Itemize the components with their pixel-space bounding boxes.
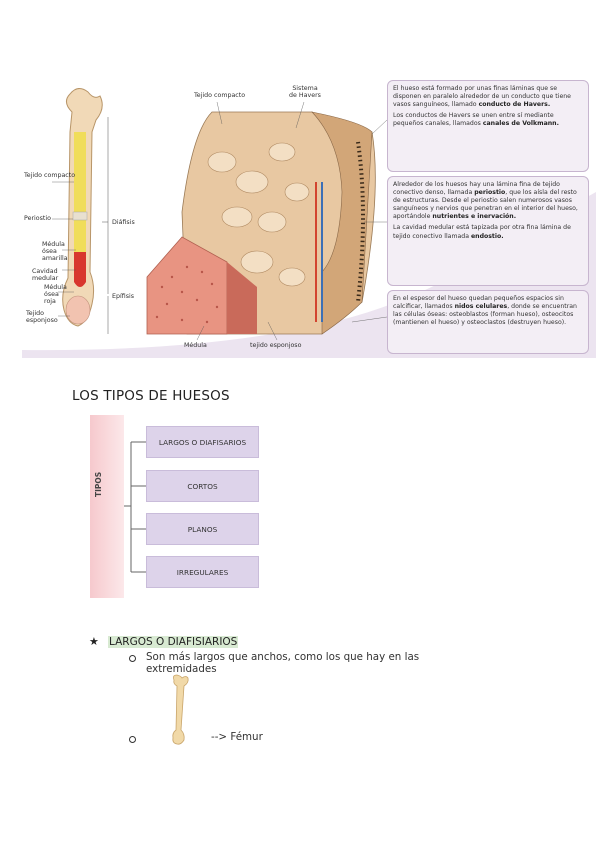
branch-cortos: CORTOS	[146, 470, 259, 502]
label-tejido-esponjoso-bone: Tejido esponjoso	[26, 310, 58, 324]
femur-image	[172, 674, 189, 745]
info-box-havers: El hueso está formado por unas finas lám…	[387, 80, 589, 172]
label-cavidad-medular: Cavidad medular	[32, 268, 59, 282]
tree-connector	[124, 441, 146, 573]
label-epifisis: Epífisis	[112, 293, 135, 300]
star-bullet-icon: ★	[89, 635, 99, 648]
label-tejido-compacto-bone: Tejido compacto	[24, 172, 76, 179]
circle-bullet-icon	[129, 655, 136, 662]
info-box-nidos: En el espesor del hueso quedan pequeños …	[387, 290, 589, 354]
circle-bullet-icon	[129, 736, 136, 743]
femur-drawing	[52, 88, 109, 334]
label-tejido-esponjoso-section: tejido esponjoso	[250, 342, 302, 349]
label-diafisis: Diáfisis	[112, 219, 135, 226]
label-periostio: Periostio	[24, 215, 51, 222]
tipos-root-label: TIPOS	[94, 471, 103, 497]
femur-example: --> Fémur	[211, 731, 263, 743]
label-medula-roja: Médula ósea roja	[44, 284, 67, 305]
largos-heading: LARGOS O DIAFISIARIOS	[108, 636, 239, 648]
label-tejido-compacto-section: Tejido compacto	[194, 92, 246, 99]
label-sistema-havers: Sistema de Havers	[289, 85, 321, 99]
largos-description: Son más largos que anchos, como los que …	[146, 651, 420, 675]
branch-largos: LARGOS O DIAFISARIOS	[146, 426, 259, 458]
bone-section-drawing	[146, 101, 388, 341]
branch-planos: PLANOS	[146, 513, 259, 545]
bone-structure-figure: Tejido compacto Periostio Médula ósea am…	[22, 72, 596, 358]
branch-irregulares: IRREGULARES	[146, 556, 259, 588]
label-medula: Médula	[184, 342, 207, 349]
info-box-periostio: Alrededor de los huesos hay una lámina f…	[387, 176, 589, 286]
label-medula-amarilla: Médula ósea amarilla	[42, 241, 68, 262]
page-title: LOS TIPOS DE HUESOS	[72, 388, 230, 404]
tipos-root-bar	[90, 415, 124, 598]
